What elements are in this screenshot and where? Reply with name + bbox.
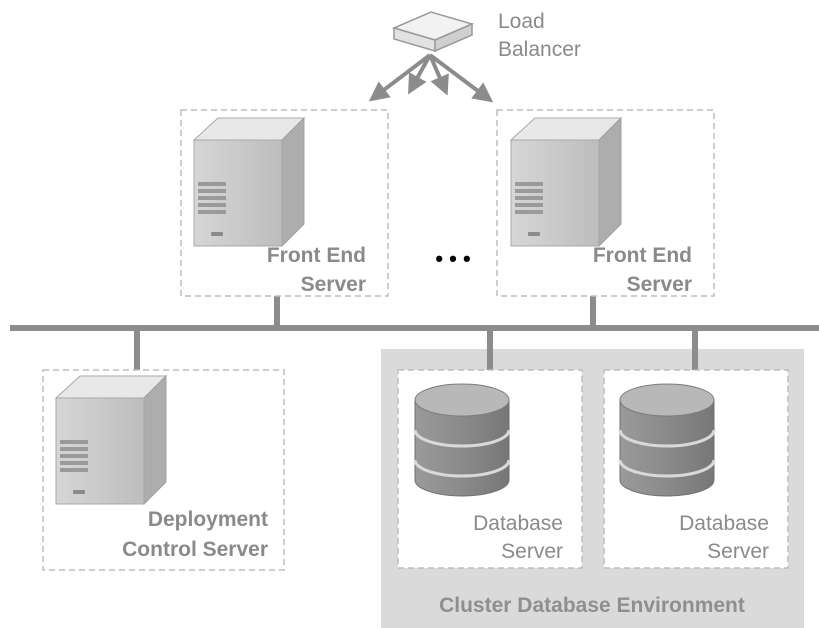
load-balancer-label-line1: Load	[498, 10, 545, 33]
network-bus	[10, 296, 819, 370]
front-end-2-label-line2: Server	[627, 273, 692, 296]
database-server-2: Database Server	[603, 369, 789, 569]
front-end-1-label-line2: Server	[301, 273, 366, 296]
server-tower-icon	[54, 374, 168, 506]
arrow-right-outer	[428, 53, 494, 103]
database-server-1: Database Server	[397, 369, 583, 569]
database-2-label-line1: Database	[679, 512, 769, 535]
load-balancer-icon	[391, 11, 475, 53]
front-end-server-2: Front End Server	[496, 109, 715, 297]
arrow-right-inner	[428, 54, 449, 96]
server-tower-icon	[192, 116, 306, 248]
load-balancer: Load Balancer	[368, 10, 581, 103]
front-end-2-label-line1: Front End	[593, 244, 692, 267]
arrow-left-outer	[368, 53, 432, 102]
front-end-server-1: Front End Server	[180, 109, 389, 297]
cluster-label: Cluster Database Environment	[439, 594, 745, 617]
database-icon	[618, 383, 716, 497]
front-end-1-label-line1: Front End	[267, 244, 366, 267]
load-balancer-arrows	[368, 53, 494, 103]
server-tower-icon	[509, 116, 623, 248]
ellipsis: • • •	[435, 246, 470, 271]
deployment-label-line1: Deployment	[148, 508, 268, 531]
deployment-label-line2: Control Server	[122, 538, 268, 561]
deployment-control-server: Deployment Control Server	[42, 369, 285, 571]
database-1-label-line2: Server	[501, 540, 563, 563]
database-1-label-line1: Database	[473, 512, 563, 535]
load-balancer-label-line2: Balancer	[498, 38, 581, 61]
database-icon	[413, 383, 511, 497]
database-2-label-line2: Server	[707, 540, 769, 563]
arrow-left-inner	[408, 54, 432, 95]
